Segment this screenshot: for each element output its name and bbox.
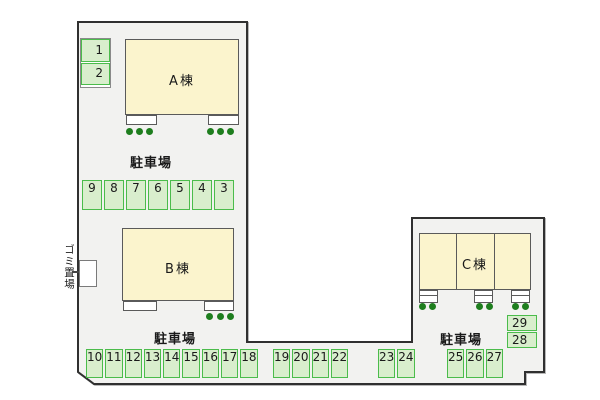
- building-c-entrance-left: [419, 290, 438, 303]
- parking-space-19: 19: [273, 349, 291, 378]
- parking-space-25: 25: [447, 349, 465, 378]
- building-b: [122, 228, 234, 301]
- parking-space-8: 8: [104, 180, 124, 210]
- shrub-icon: [522, 303, 529, 310]
- shrub-icon: [207, 128, 214, 135]
- porch-step-line: [512, 295, 529, 296]
- parking-space-9: 9: [82, 180, 102, 210]
- parking-space-21: 21: [311, 349, 329, 378]
- building-c: [419, 233, 531, 290]
- building-c-entrance-middle: [474, 290, 493, 303]
- parking-space-2: 2: [81, 62, 110, 85]
- parking-space-6: 6: [148, 180, 168, 210]
- building-c-unit-divider: [494, 234, 495, 289]
- porch-step-line: [420, 295, 437, 296]
- building-a-entrance-right: [208, 115, 239, 125]
- building-c-label: C棟: [461, 258, 489, 273]
- building-b-entrance-left: [123, 301, 157, 311]
- parking-space-22: 22: [330, 349, 349, 378]
- parking-space-24: 24: [397, 349, 415, 378]
- parking-space-3: 3: [214, 180, 234, 210]
- parking-space-7: 7: [126, 180, 146, 210]
- parking-space-10: 10: [86, 349, 104, 378]
- parking-space-5: 5: [170, 180, 190, 210]
- parking-space-15: 15: [182, 349, 200, 378]
- shrub-icon: [146, 128, 153, 135]
- garbage-storage-box: [79, 260, 97, 287]
- parking-space-13: 13: [143, 349, 162, 378]
- shrub-icon: [419, 303, 426, 310]
- parking-area-label-top: 駐車場: [129, 156, 172, 171]
- parking-space-26: 26: [466, 349, 484, 378]
- building-b-label: B棟: [165, 262, 191, 277]
- parking-space-14: 14: [163, 349, 181, 378]
- shrub-icon: [512, 303, 519, 310]
- parking-area-label-bottom-left: 駐車場: [153, 332, 196, 347]
- shrub-icon: [429, 303, 436, 310]
- parking-space-4: 4: [192, 180, 212, 210]
- shrub-icon: [227, 128, 234, 135]
- building-c-unit-divider: [456, 234, 457, 289]
- parking-space-20: 20: [292, 349, 310, 378]
- porch-step-line: [475, 295, 492, 296]
- parking-space-18: 18: [240, 349, 258, 378]
- shrub-icon: [476, 303, 483, 310]
- garbage-area-label: ゴミ置場: [63, 244, 75, 290]
- parking-space-29: 29: [507, 315, 537, 331]
- shrub-icon: [136, 128, 143, 135]
- shrub-icon: [486, 303, 493, 310]
- parking-space-11: 11: [105, 349, 123, 378]
- shrub-icon: [206, 313, 213, 320]
- building-a-entrance-left: [126, 115, 157, 125]
- building-c-entrance-right: [511, 290, 530, 303]
- building-a: [125, 39, 239, 115]
- parking-space-1: 1: [81, 39, 110, 62]
- garbage-pointer-line: [72, 271, 81, 273]
- parking-space-12: 12: [124, 349, 142, 378]
- parking-space-28: 28: [507, 332, 537, 348]
- building-a-label: A棟: [169, 74, 195, 89]
- shrub-icon: [126, 128, 133, 135]
- parking-area-label-right: 駐車場: [439, 333, 482, 348]
- parking-space-16: 16: [201, 349, 219, 378]
- shrub-icon: [227, 313, 234, 320]
- parking-space-27: 27: [485, 349, 503, 378]
- shrub-icon: [217, 313, 224, 320]
- parking-space-23: 23: [378, 349, 396, 378]
- shrub-icon: [217, 128, 224, 135]
- building-b-entrance-right: [204, 301, 234, 311]
- parking-space-17: 17: [220, 349, 239, 378]
